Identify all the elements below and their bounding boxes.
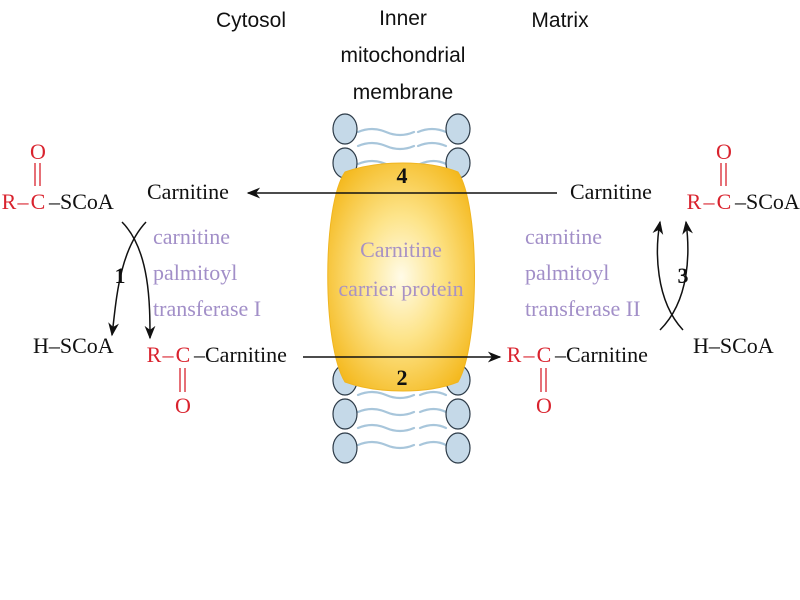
carrier-label-line1: Carnitine (360, 237, 442, 262)
acyl-coa-cytosol: O R – C –SCoA (2, 139, 114, 214)
cpt1-label-line2: palmitoyl (153, 260, 237, 285)
matrix-acyl-bond-dash: – (703, 189, 716, 214)
carnitine-matrix: Carnitine (570, 179, 652, 204)
cpt2-label-line3: transferase II (525, 296, 640, 321)
acylcarnitine-carnitine: –Carnitine (193, 342, 287, 367)
acyl-oxygen: O (30, 139, 46, 164)
matrix-acylcarnitine-carnitine: –Carnitine (554, 342, 648, 367)
hscoa-cytosol: H–SCoA (33, 333, 114, 358)
matrix-label: Matrix (531, 9, 589, 32)
hscoa-matrix: H–SCoA (693, 333, 774, 358)
matrix-acyl-oxygen: O (716, 139, 732, 164)
acyl-r-group: R (2, 189, 17, 214)
membrane-label-line3: membrane (353, 81, 453, 104)
acyl-carbon: C (31, 189, 46, 214)
carrier-label-line2: carrier protein (338, 276, 463, 301)
carnitine-carrier-protein (327, 162, 475, 392)
carnitine-cytosol: Carnitine (147, 179, 229, 204)
step-2-label: 2 (397, 365, 408, 390)
matrix-acylcarnitine-oxygen: O (536, 393, 552, 418)
acyl-coa-matrix: O R – C –SCoA (687, 139, 800, 214)
acylcarnitine-bond-dash: – (162, 342, 175, 367)
acylcarnitine-carbon: C (176, 342, 191, 367)
matrix-acyl-r-group: R (687, 189, 702, 214)
cpt2-label-line1: carnitine (525, 224, 602, 249)
lipid-tails-lower (356, 390, 448, 450)
cpt1-label-line1: carnitine (153, 224, 230, 249)
cpt1-coa-arrow (108, 221, 147, 337)
acyl-bond-dash: – (17, 189, 30, 214)
cytosol-label: Cytosol (216, 9, 286, 32)
lipid-heads-right (445, 113, 471, 464)
membrane-label-line2: mitochondrial (341, 44, 466, 67)
step-4-label: 4 (397, 163, 408, 188)
step-3-label: 3 (678, 263, 689, 288)
cpt2-coa-arrow (659, 220, 693, 331)
matrix-acylcarnitine-r-group: R (507, 342, 522, 367)
matrix-acyl-carbon: C (717, 189, 732, 214)
cpt2-carnitine-arrow (652, 220, 684, 331)
acylcarnitine-cytosol: R – C –Carnitine O (147, 342, 287, 418)
cpt1-label-line3: transferase I (153, 296, 261, 321)
matrix-acylcarnitine-bond-dash: – (523, 342, 536, 367)
matrix-acyl-scoa: –SCoA (734, 189, 800, 214)
matrix-acylcarnitine-carbon: C (537, 342, 552, 367)
cpt1-carnitine-arrow (121, 221, 156, 340)
cpt2-label-line2: palmitoyl (525, 260, 609, 285)
membrane-label-line1: Inner (379, 7, 427, 30)
lipid-bilayer (332, 113, 471, 464)
acylcarnitine-matrix: R – C –Carnitine O (507, 342, 648, 418)
acyl-scoa: –SCoA (48, 189, 114, 214)
acylcarnitine-oxygen: O (175, 393, 191, 418)
acylcarnitine-r-group: R (147, 342, 162, 367)
lipid-tails-upper (356, 127, 448, 166)
